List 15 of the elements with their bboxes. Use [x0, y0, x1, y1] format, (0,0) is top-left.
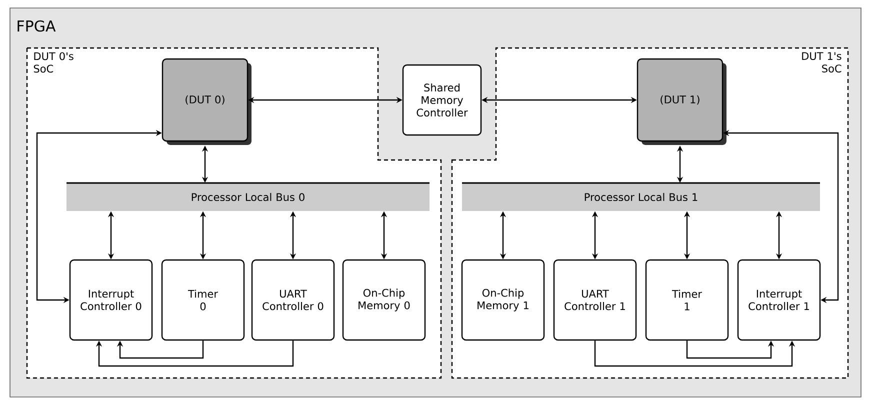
component-box: Interrupt Controller 0: [69, 259, 153, 341]
component-box: UART Controller 0: [251, 259, 335, 341]
processor-box: (DUT 1): [636, 58, 726, 145]
component-box: Timer 1: [645, 259, 729, 341]
component-box: On-Chip Memory 0: [342, 259, 426, 341]
arrow: [116, 340, 204, 359]
component-box: UART Controller 1: [553, 259, 637, 341]
component-box: On-Chip Memory 1: [461, 259, 545, 341]
arrow: [96, 340, 294, 367]
bus-bar: Processor Local Bus 0: [66, 182, 430, 211]
processor-box: (DUT 0): [162, 58, 252, 145]
component-box: Interrupt Controller 1: [737, 259, 821, 341]
bus-bar: Processor Local Bus 1: [462, 182, 820, 211]
component-box: Timer 0: [161, 259, 245, 341]
component-box: Shared Memory Controller: [402, 64, 482, 136]
